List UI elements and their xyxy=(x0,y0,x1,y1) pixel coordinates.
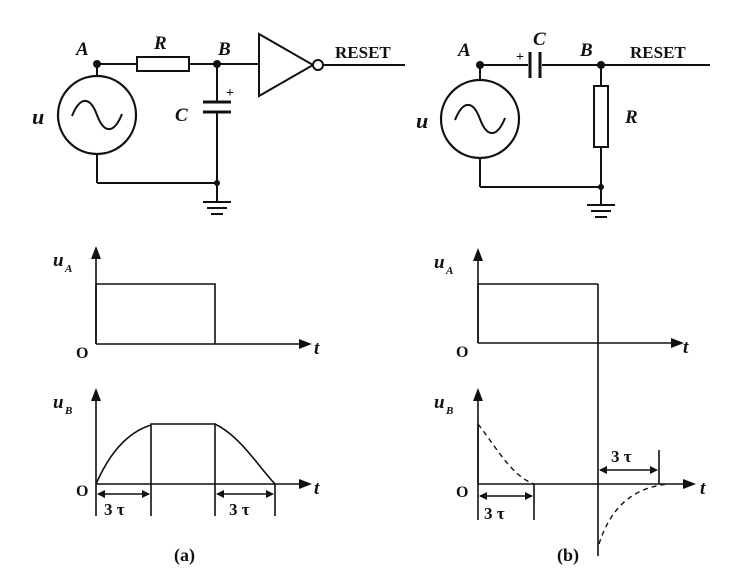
x-label: t xyxy=(700,478,706,499)
graph-a-ua: u A O t xyxy=(53,246,320,362)
node-b-dot xyxy=(597,61,605,69)
graph-b-ub: 3 τ 3 τ u B O t (b) xyxy=(434,388,706,566)
pulse-waveform xyxy=(477,283,598,343)
sine-wave-icon xyxy=(71,99,123,131)
origin-label: O xyxy=(456,484,468,501)
x-axis-arrow xyxy=(683,479,696,489)
label-reset: RESET xyxy=(630,43,686,62)
x-axis-arrow xyxy=(299,479,312,489)
y-label-sub: B xyxy=(64,405,72,417)
flat-top xyxy=(150,423,216,484)
y-label-sub: B xyxy=(445,405,453,417)
arrow-head xyxy=(216,490,224,498)
label-capacitor: C xyxy=(533,29,546,50)
charging-curve xyxy=(95,424,152,485)
inverter-bubble xyxy=(312,59,324,71)
arrow-head xyxy=(525,492,533,500)
caption-a: (a) xyxy=(174,545,195,566)
y-axis-arrow xyxy=(473,248,483,261)
arrow-head xyxy=(142,490,150,498)
resistor-b xyxy=(593,85,609,148)
interval-label-1: 3 τ xyxy=(484,504,505,523)
x-label: t xyxy=(314,478,320,499)
label-node-a: A xyxy=(457,40,471,61)
y-label: u xyxy=(53,250,64,271)
node-a-dot xyxy=(476,61,484,69)
sine-wave-icon xyxy=(454,103,506,135)
y-axis-arrow xyxy=(91,246,101,259)
label-source: u xyxy=(32,104,44,129)
label-plus: + xyxy=(226,86,234,101)
inverter-gate xyxy=(258,32,316,98)
node-ground-dot xyxy=(214,180,220,186)
label-resistor: R xyxy=(624,107,638,128)
graph-a-ub: 3 τ 3 τ u B O t (a) xyxy=(53,388,320,566)
x-axis-arrow xyxy=(299,339,312,349)
negative-recovery-curve xyxy=(598,483,669,545)
x-axis-arrow xyxy=(671,338,684,348)
y-label: u xyxy=(434,252,445,273)
x-label: t xyxy=(314,338,320,359)
label-reset: RESET xyxy=(335,43,391,62)
decay-curve xyxy=(477,423,535,485)
circuit-b: A C + B RESET R u xyxy=(416,29,710,218)
label-node-b: B xyxy=(579,40,593,61)
y-axis-arrow xyxy=(473,388,483,401)
label-plus: + xyxy=(516,50,524,65)
resistor-a xyxy=(136,56,190,72)
interval-label-1: 3 τ xyxy=(104,500,125,519)
pulse-waveform xyxy=(95,283,216,344)
x-label: t xyxy=(683,337,689,358)
y-label: u xyxy=(53,392,64,413)
circuit-a: A R B C + u RESET xyxy=(32,32,405,215)
label-capacitor: C xyxy=(175,105,188,126)
node-b-dot xyxy=(213,60,221,68)
caption-b: (b) xyxy=(557,545,579,566)
discharging-curve xyxy=(214,423,276,485)
label-node-b: B xyxy=(217,39,231,60)
origin-label: O xyxy=(456,344,468,361)
origin-label: O xyxy=(76,345,88,362)
node-a-dot xyxy=(93,60,101,68)
arrow-head xyxy=(266,490,274,498)
interval-label-2: 3 τ xyxy=(611,447,632,466)
arrow-head xyxy=(479,492,487,500)
y-label-sub: A xyxy=(64,263,72,275)
y-label-sub: A xyxy=(445,265,453,277)
arrow-head xyxy=(97,490,105,498)
label-node-a: A xyxy=(75,39,89,60)
arrow-head xyxy=(650,466,658,474)
y-axis-arrow xyxy=(91,388,101,401)
y-label: u xyxy=(434,392,445,413)
interval-label-2: 3 τ xyxy=(229,500,250,519)
arrow-head xyxy=(599,466,607,474)
label-source: u xyxy=(416,108,428,133)
label-resistor: R xyxy=(153,33,167,54)
node-ground-dot xyxy=(598,184,604,190)
graph-b-ua: u A O t xyxy=(434,248,689,556)
origin-label: O xyxy=(76,483,88,500)
